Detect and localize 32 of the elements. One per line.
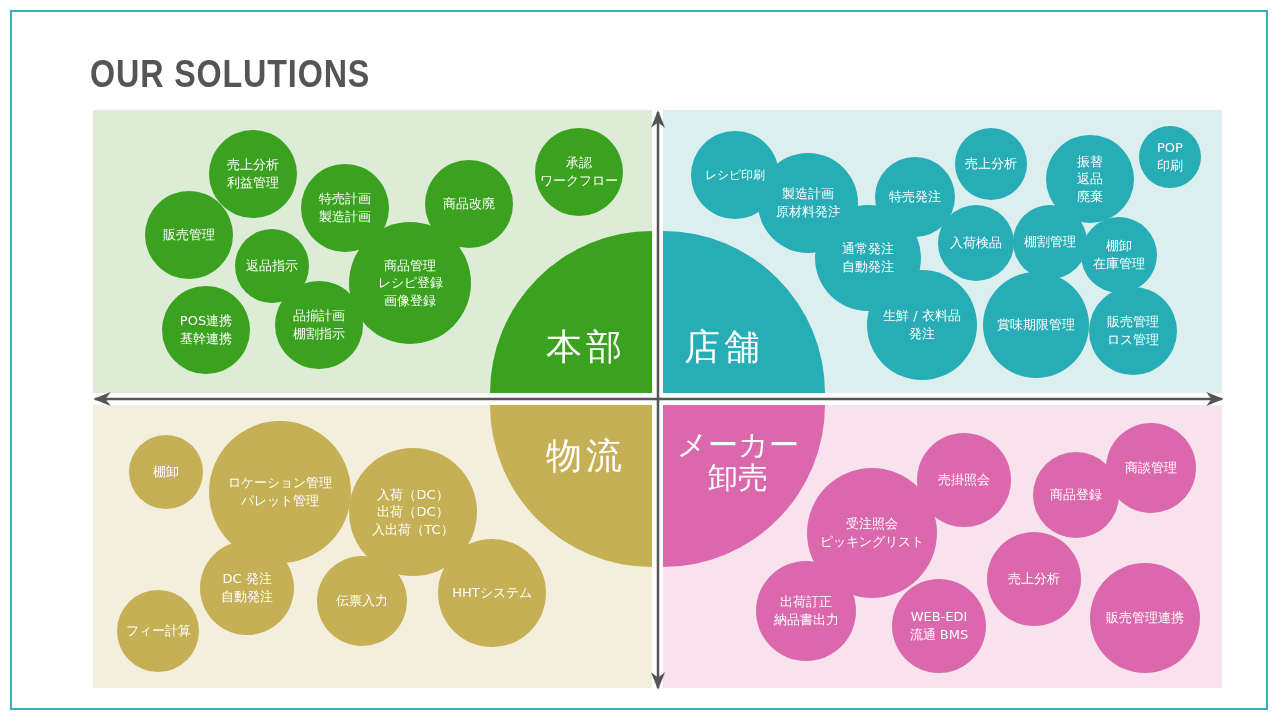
solution-bubble: WEB-EDI流通 BMS: [892, 579, 986, 673]
solution-bubble: 賞味期限管理: [983, 272, 1089, 378]
solution-bubble: 販売管理: [145, 191, 233, 279]
solution-bubble: 振替返品廃棄: [1046, 135, 1134, 223]
solution-bubble: 商談管理: [1106, 423, 1196, 513]
solution-bubble: 売上分析利益管理: [209, 130, 297, 218]
solution-bubble: HHTシステム: [438, 539, 546, 647]
solution-bubble: 入荷（DC）出荷（DC）入出荷（TC）: [349, 448, 477, 576]
solution-bubble: 棚卸在庫管理: [1081, 217, 1157, 293]
solution-bubble: 売上分析: [987, 532, 1081, 626]
solution-bubble: 棚卸: [129, 435, 203, 509]
solution-bubble: 入荷検品: [938, 205, 1014, 281]
title: OUR SOLUTIONS: [90, 52, 371, 96]
solution-bubble: 特売計画製造計画: [301, 164, 389, 252]
solution-bubble: フィー計算: [117, 590, 199, 672]
solution-bubble: 商品改廃: [425, 160, 513, 248]
solution-bubble: 棚割管理: [1013, 205, 1087, 279]
solution-bubble: 伝票入力: [317, 556, 407, 646]
solution-bubble: 売掛照会: [917, 433, 1011, 527]
solution-bubble: 売上分析: [955, 128, 1027, 200]
solution-bubble: POS連携基幹連携: [162, 286, 250, 374]
solution-bubble: 品揃計画棚割指示: [275, 281, 363, 369]
solution-bubble: 商品登録: [1033, 452, 1119, 538]
solution-bubble: 販売管理ロス管理: [1089, 287, 1177, 375]
solution-bubble: 出荷訂正納品書出力: [756, 561, 856, 661]
solution-bubble: 返品指示: [235, 229, 309, 303]
solution-bubble: POP印刷: [1139, 126, 1201, 188]
solution-bubble: 販売管理連携: [1090, 563, 1200, 673]
category-quarter-circle: 本部: [490, 231, 652, 393]
solution-bubble: 承認ワークフロー: [535, 128, 623, 216]
solution-bubble: ロケーション管理パレット管理: [209, 421, 351, 563]
solution-bubble: DC 発注自動発注: [200, 541, 294, 635]
